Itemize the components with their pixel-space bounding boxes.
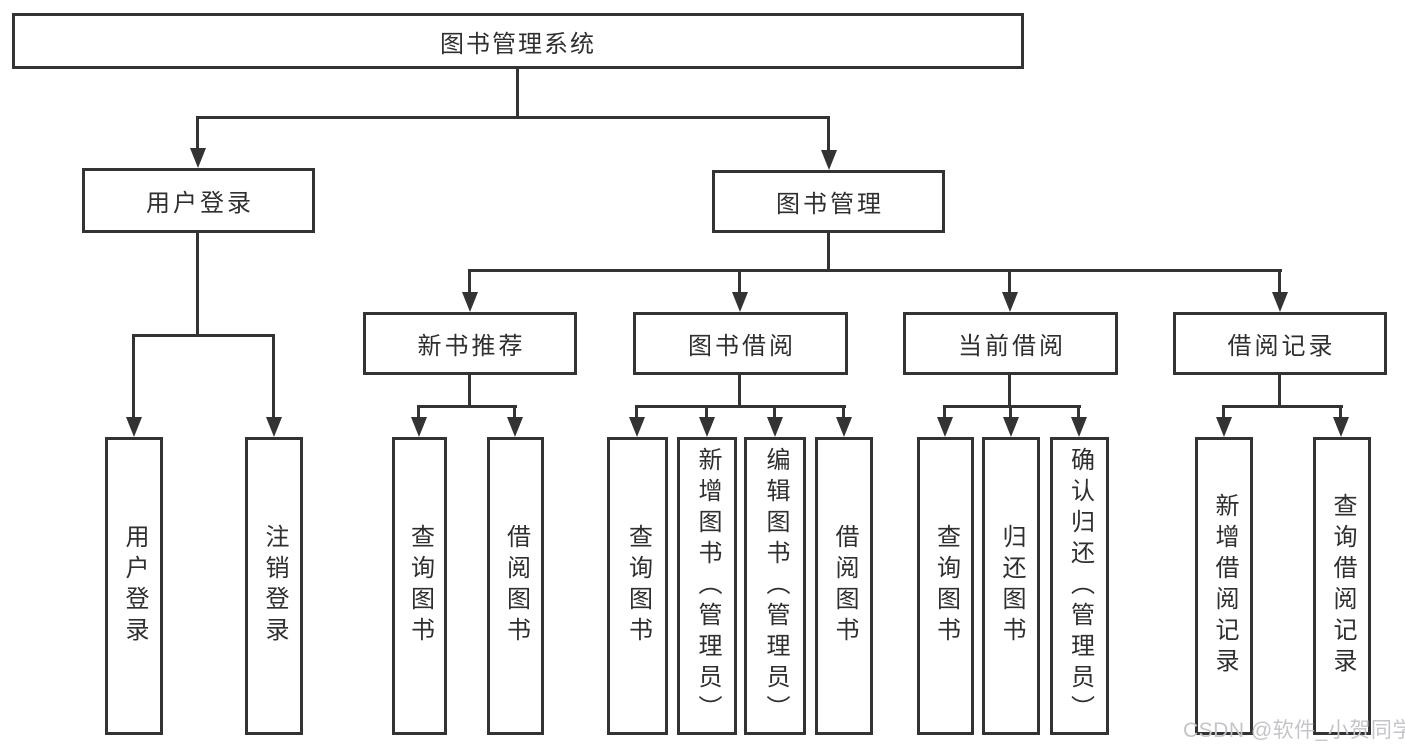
- connector-line: [132, 334, 275, 337]
- connector-line: [1278, 374, 1281, 408]
- connector-line: [738, 374, 741, 408]
- arrowhead-down-icon: [1071, 417, 1087, 437]
- leaf-label: 借阅图书: [502, 524, 530, 648]
- arrowhead-down-icon: [699, 417, 715, 437]
- node-book-borrow: 图书借阅: [633, 312, 848, 375]
- leaf-query-borrow-record: 查询借阅记录: [1313, 437, 1371, 735]
- arrowhead-down-icon: [1272, 292, 1288, 312]
- connector-line: [196, 116, 830, 119]
- leaf-label: 用户登录: [121, 524, 148, 648]
- arrowhead-down-icon: [411, 417, 427, 437]
- leaf-label: 编辑图书（管理员）: [762, 446, 789, 726]
- leaf-label: 注销登录: [261, 524, 288, 648]
- leaf-add-books-admin: 新增图书（管理员）: [677, 437, 737, 735]
- node-label: 当前借阅: [958, 333, 1066, 360]
- connector-line: [196, 116, 199, 150]
- arrowhead-down-icon: [767, 417, 783, 437]
- arrowhead-down-icon: [266, 417, 282, 437]
- connector-line: [513, 405, 516, 418]
- arrowhead-down-icon: [836, 417, 852, 437]
- connector-line: [773, 405, 776, 418]
- leaf-add-borrow-record: 新增借阅记录: [1195, 437, 1253, 735]
- connector-line: [417, 405, 420, 418]
- node-label: 图书借阅: [688, 333, 796, 360]
- node-label: 图书管理系统: [440, 30, 596, 58]
- arrowhead-down-icon: [732, 292, 748, 312]
- connector-line: [827, 116, 830, 150]
- node-label: 用户登录: [146, 190, 254, 217]
- connector-line: [943, 405, 946, 418]
- arrowhead-down-icon: [190, 148, 206, 168]
- connector-line: [943, 405, 1081, 408]
- node-new-book-recommend: 新书推荐: [363, 312, 577, 375]
- node-current-borrow: 当前借阅: [903, 312, 1118, 375]
- node-label: 新书推荐: [417, 333, 526, 360]
- arrowhead-down-icon: [507, 417, 523, 437]
- leaf-label: 借阅图书: [831, 524, 858, 648]
- arrowhead-down-icon: [126, 417, 142, 437]
- connector-line: [1077, 405, 1080, 418]
- connector-line: [1222, 405, 1343, 408]
- connector-line: [1222, 405, 1225, 418]
- leaf-edit-books-admin: 编辑图书（管理员）: [744, 437, 806, 735]
- leaf-return-books: 归还图书: [982, 437, 1040, 735]
- arrowhead-down-icon: [629, 417, 645, 437]
- node-user-login: 用户登录: [82, 168, 315, 233]
- leaf-label: 查询图书: [406, 524, 434, 648]
- leaf-borrow-books: 借阅图书: [487, 437, 544, 735]
- csdn-watermark: CSDN @软件_小贺同学: [1183, 719, 1405, 742]
- connector-line: [417, 405, 517, 408]
- arrowhead-down-icon: [1216, 417, 1232, 437]
- connector-line: [1339, 405, 1342, 418]
- leaf-label: 新增图书（管理员）: [694, 446, 721, 726]
- node-borrow-records: 借阅记录: [1173, 312, 1387, 375]
- connector-line: [635, 405, 846, 408]
- leaf-query-books: 查询图书: [392, 437, 447, 735]
- connector-line: [705, 405, 708, 418]
- connector-line: [827, 233, 830, 272]
- leaf-label: 查询图书: [932, 524, 960, 648]
- arrowhead-down-icon: [1333, 417, 1349, 437]
- connector-line: [468, 269, 471, 293]
- leaf-logout: 注销登录: [245, 437, 303, 735]
- arrowhead-down-icon: [821, 150, 837, 170]
- leaf-label: 确认归还（管理员）: [1066, 446, 1094, 726]
- node-book-management: 图书管理: [712, 170, 945, 233]
- connector-line: [468, 374, 471, 408]
- arrowhead-down-icon: [937, 417, 953, 437]
- connector-line: [272, 334, 275, 418]
- connector-line: [842, 405, 845, 418]
- arrowhead-down-icon: [1003, 417, 1019, 437]
- connector-line: [516, 66, 519, 119]
- connector-line: [1009, 405, 1012, 418]
- arrowhead-down-icon: [1002, 292, 1018, 312]
- node-label: 借阅记录: [1227, 333, 1336, 360]
- leaf-confirm-return-admin: 确认归还（管理员）: [1050, 437, 1109, 735]
- connector-line: [1008, 269, 1011, 293]
- leaf-label: 归还图书: [998, 524, 1025, 648]
- connector-line: [1278, 269, 1281, 293]
- node-label: 图书管理: [776, 191, 884, 218]
- connector-line: [468, 269, 1282, 272]
- node-library-management-system: 图书管理系统: [12, 13, 1024, 69]
- arrowhead-down-icon: [462, 292, 478, 312]
- leaf-query-books-3: 查询图书: [917, 437, 974, 735]
- leaf-query-books-2: 查询图书: [607, 437, 668, 735]
- connector-line: [196, 233, 199, 337]
- leaf-user-login: 用户登录: [105, 437, 163, 735]
- connector-line: [132, 334, 135, 418]
- leaf-borrow-books-2: 借阅图书: [815, 437, 873, 735]
- connector-line: [738, 269, 741, 293]
- leaf-label: 新增借阅记录: [1211, 493, 1238, 679]
- leaf-label: 查询借阅记录: [1329, 493, 1356, 679]
- leaf-label: 查询图书: [624, 524, 652, 648]
- connector-line: [1008, 374, 1011, 408]
- connector-line: [635, 405, 638, 418]
